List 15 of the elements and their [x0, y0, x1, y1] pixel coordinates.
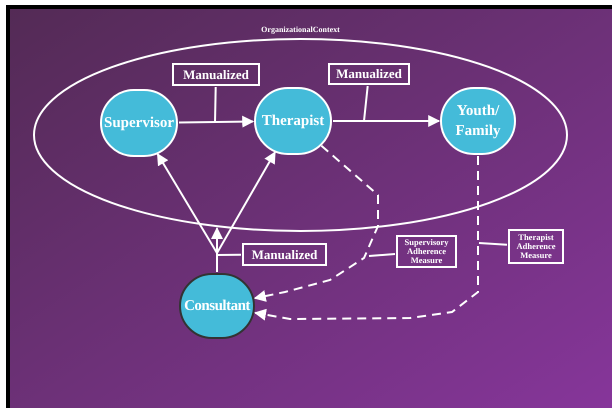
label-box: Manualized	[242, 243, 327, 266]
arrow	[254, 156, 479, 321]
leader-line	[363, 86, 369, 122]
label-box: Manualized	[328, 63, 410, 85]
arrow	[254, 144, 379, 302]
label-box: Supervisory Adherence Measure	[396, 235, 457, 268]
context-title: OrganizationalContext	[261, 26, 340, 34]
label-box: Therapist Adherence Measure	[508, 229, 564, 264]
leader-line	[217, 254, 241, 256]
leader-line	[368, 253, 396, 257]
leader-line	[478, 242, 508, 246]
arrow	[333, 115, 440, 127]
arrow	[178, 116, 254, 128]
leader-line	[214, 86, 217, 124]
label-box: Manualized	[172, 63, 260, 86]
